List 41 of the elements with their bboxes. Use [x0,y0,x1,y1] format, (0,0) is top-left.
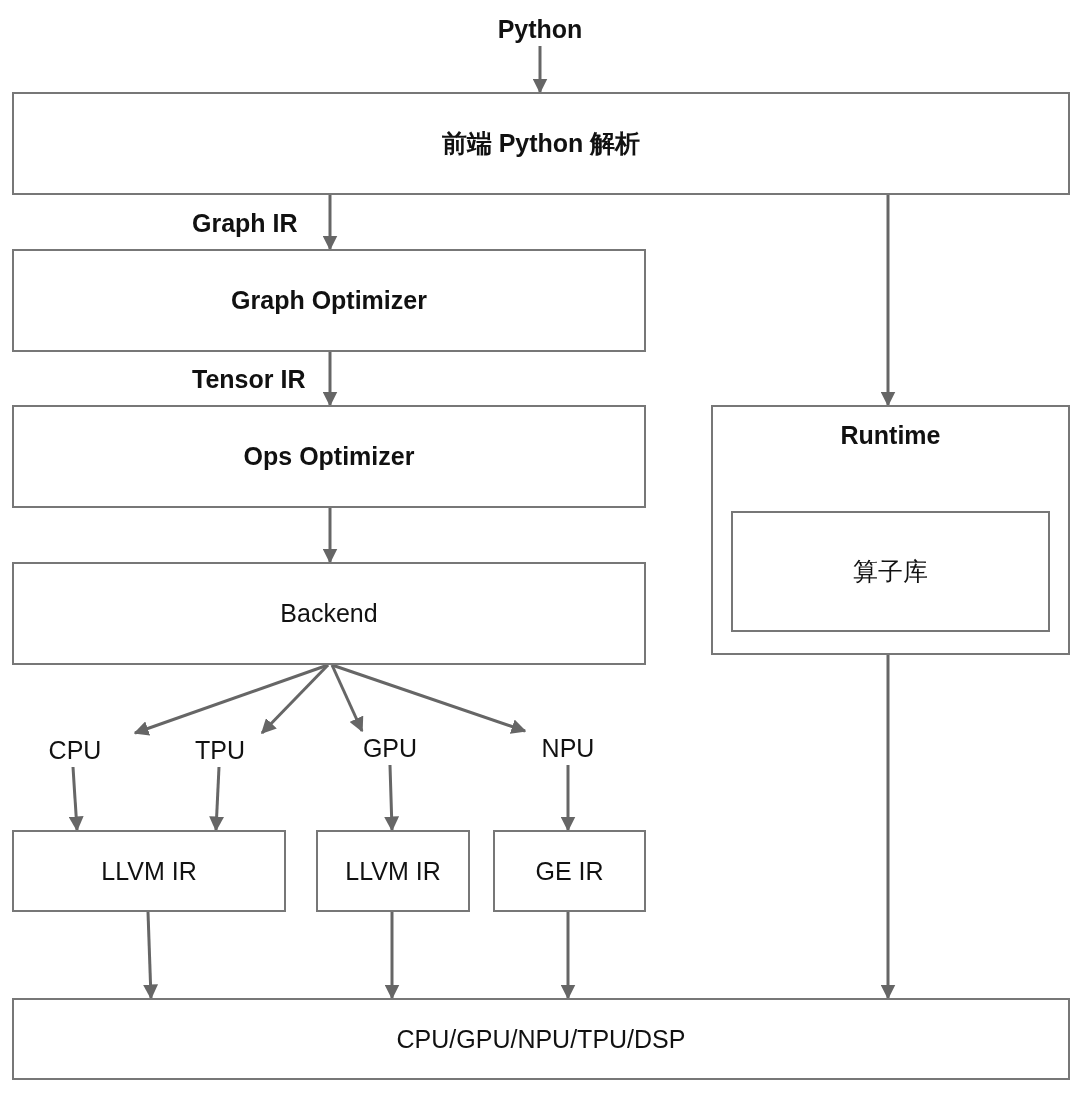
arrow [560,912,576,1000]
node-label: LLVM IR [101,856,197,886]
arrow [560,765,576,832]
node-label: Python [490,12,590,46]
process-box [12,562,646,665]
arrow [384,764,400,832]
node-label: LLVM IR [345,856,441,886]
arrow [880,195,896,407]
node-label: 算子库 [853,556,928,587]
process-box [12,830,286,912]
node-label: Ops Optimizer [243,442,415,471]
arrow [532,46,548,94]
node-label: Graph Optimizer [231,286,427,315]
node-label: TPU [185,733,255,767]
node-label: 前端 Python 解析 [441,128,641,159]
arrow [68,766,84,832]
arrow [330,664,364,733]
node-label: GE IR [535,856,604,886]
arrow [384,912,400,1000]
process-box [12,998,1070,1080]
node-label: CPU [40,733,110,767]
node-label: NPU [533,731,603,765]
process-box [316,830,470,912]
process-box [12,405,646,508]
process-box [731,511,1050,632]
node-label: CPU/GPU/NPU/TPU/DSP [396,1024,686,1054]
arrow [209,766,225,832]
node-label: Backend [280,599,378,628]
arrow [260,663,330,735]
container-box [711,405,1070,655]
node-label: GPU [355,731,425,765]
process-box [493,830,646,912]
arrow [322,195,338,251]
process-box [12,249,646,352]
arrow [322,352,338,407]
arrow [322,508,338,564]
arrow [331,663,527,734]
arrow [143,911,158,1000]
box-heading: Runtime [839,421,942,450]
arrow [880,655,896,1000]
process-box [12,92,1070,195]
